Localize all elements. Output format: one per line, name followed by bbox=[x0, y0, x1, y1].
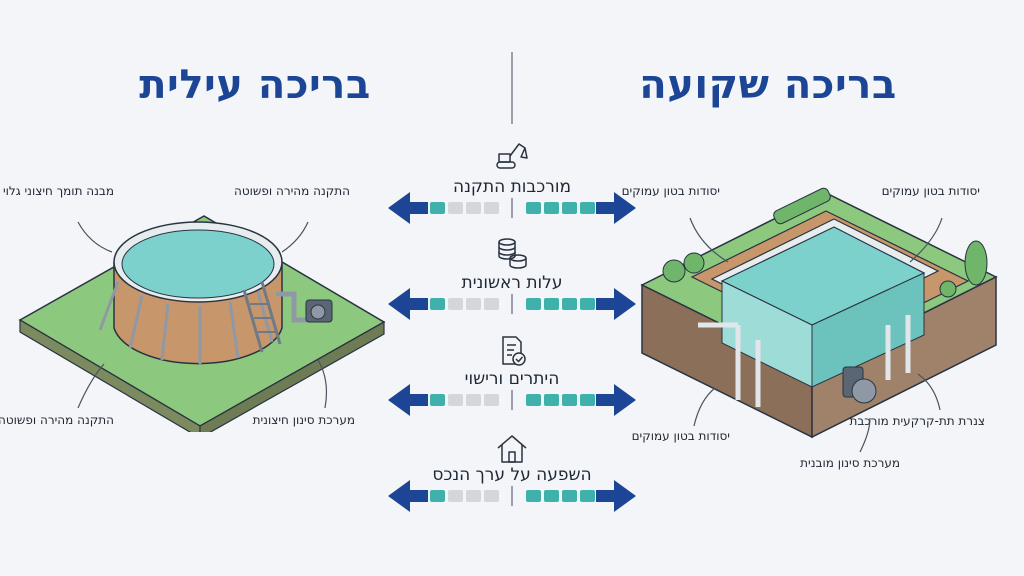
scale-segment bbox=[544, 202, 559, 214]
scale-aboveground bbox=[430, 298, 499, 310]
callout-inground-bottom-right: צנרת תת-קרקעית מורכבת bbox=[849, 414, 985, 428]
callout-aboveground-top-right: התקנה מהירה ופשוטה bbox=[234, 184, 350, 198]
scale-segment bbox=[544, 490, 559, 502]
callout-inground-top-right: יסודות בטון עמוקים bbox=[881, 184, 980, 198]
scale-inground bbox=[526, 202, 595, 214]
arrow-right-icon bbox=[596, 480, 636, 512]
callout-aboveground-top-left: מבנה תומך חיצוני גלוי bbox=[2, 184, 114, 198]
title-inground-pool: בריכה שקועה bbox=[639, 62, 897, 108]
scale-segment bbox=[484, 202, 499, 214]
callout-aboveground-bottom-left: התקנה מהירה ופשוטה bbox=[0, 413, 114, 427]
scale-segment bbox=[466, 202, 481, 214]
inground-pool-illustration bbox=[640, 187, 998, 439]
scale-segment bbox=[526, 394, 541, 406]
center-divider-tick bbox=[511, 294, 513, 314]
scale-segment bbox=[544, 298, 559, 310]
arrow-left-icon bbox=[388, 384, 428, 416]
arrow-right-icon bbox=[596, 192, 636, 224]
scale-segment bbox=[448, 202, 463, 214]
callout-inground-bottom-left: יסודות בטון עמוקים bbox=[631, 429, 730, 443]
scale-segment bbox=[526, 202, 541, 214]
scale-segment bbox=[430, 202, 445, 214]
scale-segment bbox=[484, 490, 499, 502]
scale-segment bbox=[466, 490, 481, 502]
center-divider-tick bbox=[511, 390, 513, 410]
scale-segment bbox=[430, 490, 445, 502]
scale-segment bbox=[562, 202, 577, 214]
scale-segment bbox=[466, 394, 481, 406]
scale-segment bbox=[562, 490, 577, 502]
scale-segment bbox=[430, 298, 445, 310]
arrow-left-icon bbox=[388, 192, 428, 224]
criterion-label: השפעה על ערך הנכס bbox=[432, 465, 592, 485]
center-divider-tick bbox=[511, 486, 513, 506]
aboveground-pool-illustration bbox=[18, 215, 386, 432]
scale-aboveground bbox=[430, 490, 499, 502]
scale-segment bbox=[484, 394, 499, 406]
scale-aboveground bbox=[430, 202, 499, 214]
criterion-label: היתרים ורישוי bbox=[464, 369, 560, 389]
scale-segment bbox=[562, 298, 577, 310]
scale-segment bbox=[544, 394, 559, 406]
scale-segment bbox=[484, 298, 499, 310]
center-divider-tick bbox=[511, 198, 513, 218]
scale-inground bbox=[526, 394, 595, 406]
scale-segment bbox=[526, 298, 541, 310]
scale-segment bbox=[448, 394, 463, 406]
callout-inground-top-left: יסודות בטון עמוקים bbox=[621, 184, 720, 198]
coins-icon bbox=[498, 238, 527, 269]
document-check-icon bbox=[502, 336, 526, 366]
callout-aboveground-bottom-right: מערכת סינון חיצונית bbox=[252, 413, 355, 427]
scale-segment bbox=[580, 394, 595, 406]
criterion-label: מורכבות התקנה bbox=[452, 177, 572, 197]
scale-inground bbox=[526, 490, 595, 502]
scale-segment bbox=[562, 394, 577, 406]
scale-segment bbox=[580, 490, 595, 502]
title-aboveground-pool: בריכה עילית bbox=[139, 62, 371, 108]
arrow-left-icon bbox=[388, 480, 428, 512]
house-icon bbox=[497, 435, 527, 463]
scale-segment bbox=[526, 490, 541, 502]
scale-segment bbox=[580, 298, 595, 310]
callout-inground-bottom-middle: מערכת סינון מובנית bbox=[800, 456, 900, 470]
scale-inground bbox=[526, 298, 595, 310]
scale-segment bbox=[580, 202, 595, 214]
center-divider-top bbox=[511, 52, 513, 124]
arrow-right-icon bbox=[596, 384, 636, 416]
scale-segment bbox=[430, 394, 445, 406]
scale-segment bbox=[448, 298, 463, 310]
scale-aboveground bbox=[430, 394, 499, 406]
criterion-label: עלות ראשונית bbox=[461, 273, 563, 293]
scale-segment bbox=[448, 490, 463, 502]
arrow-left-icon bbox=[388, 288, 428, 320]
arrow-right-icon bbox=[596, 288, 636, 320]
scale-segment bbox=[466, 298, 481, 310]
excavator-icon bbox=[496, 143, 528, 169]
